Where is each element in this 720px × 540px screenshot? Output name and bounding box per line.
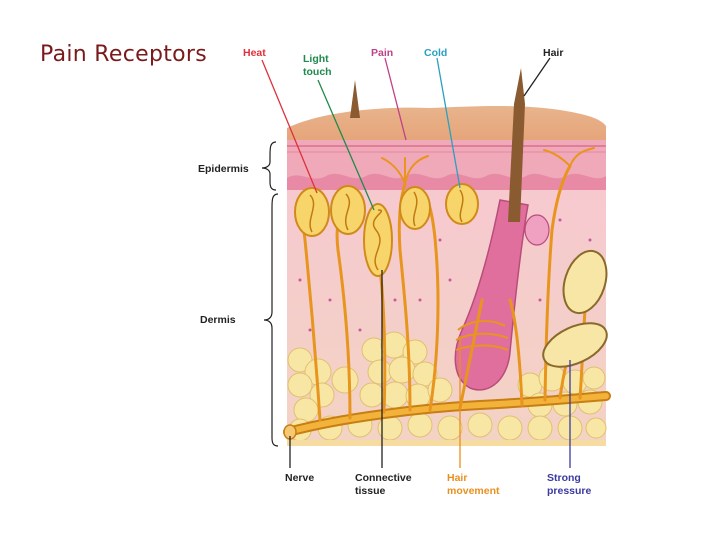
label-dermis: Dermis xyxy=(200,314,236,326)
label-connective-2: tissue xyxy=(355,485,386,497)
label-heat: Heat xyxy=(243,47,266,59)
leader-heat xyxy=(261,59,318,194)
label-connective-1: Connective xyxy=(355,472,412,484)
hair-shaft-left xyxy=(350,80,360,118)
dermis-bracket xyxy=(263,193,279,447)
leader-lines xyxy=(261,57,571,468)
label-strong-pressure-1: Strong xyxy=(547,472,581,484)
light-touch-corpuscle xyxy=(363,203,393,277)
label-epidermis: Epidermis xyxy=(198,163,249,175)
pacinian-corpuscle-upper xyxy=(562,249,608,315)
leader-cold xyxy=(436,57,461,189)
hair-shaft xyxy=(508,68,525,222)
basal-layer xyxy=(287,173,606,192)
label-strong-pressure-2: pressure xyxy=(547,485,592,497)
label-hair-movement-1: Hair xyxy=(447,472,467,484)
free-nerve-ending xyxy=(381,147,595,185)
skin-surface xyxy=(287,106,606,142)
label-cold: Cold xyxy=(424,47,447,59)
leader-hair xyxy=(523,57,551,97)
leader-light-touch xyxy=(317,79,375,211)
label-pain: Pain xyxy=(371,47,393,59)
epidermis-bracket xyxy=(261,141,277,191)
skin-block xyxy=(283,68,611,446)
label-light-touch-2: touch xyxy=(303,66,332,78)
label-hair: Hair xyxy=(543,47,563,59)
sebaceous-gland xyxy=(524,214,550,246)
label-light-touch-1: Light xyxy=(303,53,329,65)
label-nerve: Nerve xyxy=(285,472,314,484)
pacinian-corpuscle-lower xyxy=(542,322,608,368)
label-hair-movement-2: movement xyxy=(447,485,500,497)
leader-pain xyxy=(384,57,407,141)
slide-title: Pain Receptors xyxy=(40,42,208,67)
